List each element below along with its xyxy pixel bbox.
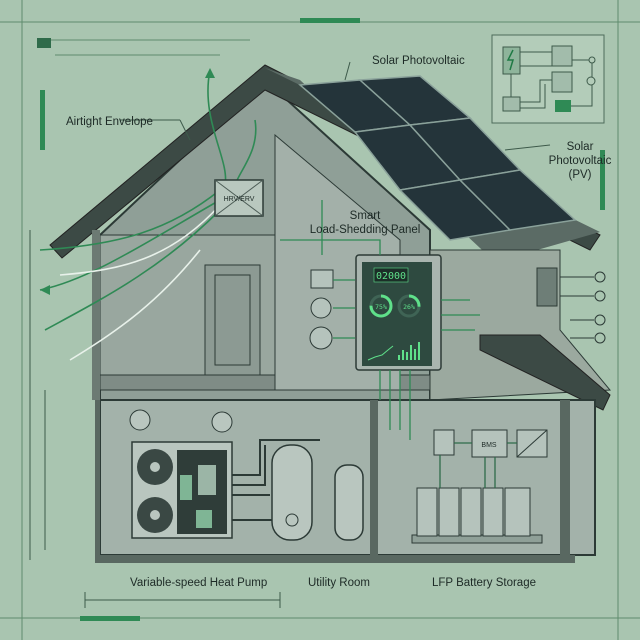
minus-icon — [594, 332, 606, 344]
label-utility-room: Utility Room — [308, 577, 370, 589]
inverter-icon — [551, 45, 573, 67]
airflow-arrows — [39, 69, 257, 361]
home-icon — [129, 409, 151, 431]
inverter-icon — [551, 71, 573, 93]
hrv-erv-unit: HRV/ERV — [214, 179, 264, 217]
gauge-right-label: 26% — [403, 303, 415, 311]
info-icon — [594, 271, 606, 283]
lightning-icon — [506, 49, 515, 71]
window — [536, 267, 558, 307]
label-solar-photovoltaic: Solar Photovoltaic — [372, 55, 465, 67]
label-solar-pv-2: Photovoltaic — [549, 155, 612, 167]
dimension-lines — [29, 61, 551, 608]
label-smart-panel-2: Load-Shedding Panel — [310, 224, 421, 236]
bms-label: BMS — [481, 442, 497, 449]
thermometer-icon — [211, 411, 233, 433]
label-solar-pv-3: (PV) — [569, 169, 592, 181]
insulation-wall — [92, 230, 100, 400]
label-battery-storage: LFP Battery Storage — [432, 577, 536, 589]
gauge-left-label: 75% — [375, 303, 387, 311]
label-heat-pump: Variable-speed Heat Pump — [130, 577, 267, 589]
panel-bar-chart — [398, 342, 420, 360]
system-schematic — [491, 34, 605, 124]
gauge-right — [397, 294, 421, 318]
meter-icon — [309, 326, 333, 350]
frame-marker — [37, 38, 51, 48]
power-icon — [594, 290, 606, 302]
gauge-left — [369, 294, 393, 318]
label-airtight-envelope: Airtight Envelope — [66, 116, 153, 128]
battery-storage: BMS — [411, 429, 548, 544]
meter-icon — [310, 297, 332, 319]
label-solar-pv-1: Solar — [567, 141, 594, 153]
settings-icon — [594, 314, 606, 326]
water-heater — [271, 444, 364, 541]
door — [204, 264, 261, 376]
solar-panel-array — [298, 75, 577, 241]
hrv-label: HRV/ERV — [224, 196, 255, 203]
heat-pump — [129, 409, 320, 539]
side-icons — [560, 271, 606, 344]
panel-readout: 02000 — [376, 271, 406, 282]
label-smart-panel-1: Smart — [350, 210, 381, 222]
smart-load-shedding-panel: 02000 75% 26% — [280, 200, 480, 440]
battery-icon — [555, 100, 571, 112]
